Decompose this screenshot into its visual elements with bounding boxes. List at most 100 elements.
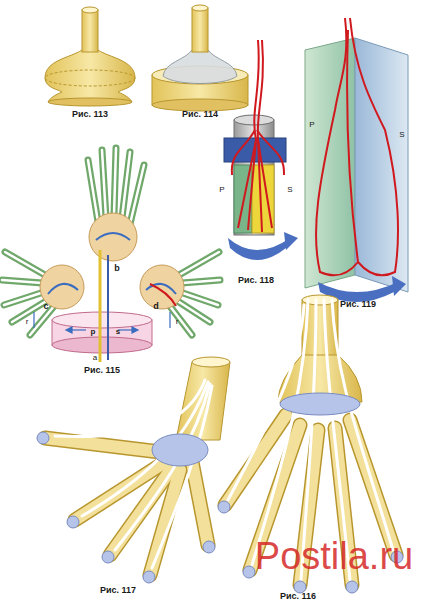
hand-rotation-scheme-115 (179, 252, 219, 275)
bell-model-113 (48, 98, 132, 106)
figure-number: Рис. 118 (238, 276, 274, 285)
hand-rotation-scheme-115 (102, 150, 106, 218)
figure-number: Рис. 114 (182, 110, 218, 119)
callout-letter: s (116, 328, 120, 336)
hand-bones-117 (82, 382, 208, 516)
cylinder-model-118 (232, 130, 255, 175)
callout-letter: r (176, 318, 179, 326)
folded-panel-119 (392, 276, 406, 296)
hand-rotation-scheme-115 (2, 280, 42, 283)
hand-rotation-scheme-115 (122, 152, 130, 218)
hand-rotation-scheme-115 (88, 160, 98, 222)
hand-rotation-scheme-115 (66, 327, 72, 333)
hand-bones-117 (143, 571, 155, 583)
hand-bones-117 (45, 438, 160, 452)
hand-rotation-scheme-115 (5, 252, 45, 275)
folded-panel-119 (355, 38, 408, 292)
hand-rotation-scheme-115 (130, 165, 144, 224)
hand-rotation-scheme-115 (2, 148, 220, 335)
callout-letter: d (153, 302, 159, 311)
hand-bones-117 (192, 462, 208, 545)
cylinder-model-118 (257, 130, 284, 175)
cylinder-model-118 (224, 40, 298, 260)
cylinder-model-118 (238, 140, 256, 228)
hand-bones-117 (37, 357, 230, 583)
cup-model-114 (163, 50, 237, 84)
hand-rotation-scheme-115 (179, 252, 219, 275)
figure-number: Рис. 117 (100, 586, 136, 595)
cylinder-model-118 (232, 40, 284, 232)
hand-rotation-scheme-115 (114, 148, 116, 215)
watermark: Postila.ru (255, 537, 413, 575)
hand-rotation-scheme-115 (52, 312, 152, 328)
figure-number: Рис. 115 (84, 366, 120, 375)
hand-rotation-scheme-115 (114, 148, 116, 215)
hand-rotation-scheme-115 (176, 300, 210, 322)
hand-bones-117 (152, 386, 212, 568)
hand-rotation-scheme-115 (2, 148, 220, 362)
cylinder-model-118 (258, 140, 272, 228)
hand-bones-117 (102, 551, 114, 563)
hand-bones-117 (37, 432, 215, 583)
hand-rotation-scheme-115 (99, 250, 102, 362)
hand-bones-117 (192, 357, 230, 367)
cup-model-114 (192, 5, 208, 11)
hand-rotation-scheme-115 (2, 280, 42, 283)
folded-panel-119 (305, 18, 408, 302)
hand-rotation-scheme-115 (96, 233, 130, 240)
hand-bones-116 (243, 566, 255, 578)
hand-rotation-scheme-115 (140, 265, 184, 309)
hand-bones-117 (152, 434, 208, 466)
hand-bones-116 (218, 501, 230, 513)
hand-bones-117 (67, 516, 79, 528)
plane-letter: S (399, 131, 404, 139)
hand-rotation-scheme-115 (169, 305, 192, 335)
figure-number: Рис. 119 (340, 300, 376, 309)
callout-letter: a (93, 354, 97, 362)
cylinder-model-118 (234, 120, 274, 235)
hand-rotation-scheme-115 (107, 255, 109, 360)
hand-rotation-scheme-115 (182, 280, 220, 283)
figure-number: Рис. 116 (280, 592, 316, 601)
hand-rotation-scheme-115 (30, 305, 55, 335)
hand-bones-116 (280, 393, 360, 415)
hand-bones-117 (45, 438, 160, 452)
bell-model-113 (45, 50, 135, 102)
callout-letter: r (26, 318, 29, 326)
folded-panel-119 (347, 30, 358, 262)
hand-rotation-scheme-115 (52, 337, 152, 353)
callout-letter: b (114, 264, 120, 273)
hand-rotation-scheme-115 (89, 213, 137, 261)
hand-rotation-scheme-115 (4, 292, 44, 305)
hand-bones-117 (37, 432, 49, 444)
hand-bones-116 (332, 300, 393, 550)
hand-rotation-scheme-115 (48, 233, 176, 294)
folded-panel-119 (350, 18, 398, 275)
plane-letter: P (309, 121, 314, 129)
bell-model-113 (82, 7, 98, 13)
hand-bones-117 (55, 380, 205, 437)
hand-rotation-scheme-115 (132, 327, 138, 333)
cylinder-model-118 (284, 232, 298, 250)
hand-rotation-scheme-115 (180, 292, 218, 305)
hand-rotation-scheme-115 (122, 152, 130, 218)
cup-model-114 (152, 5, 248, 111)
folded-panel-119 (316, 18, 358, 275)
hand-bones-117 (55, 380, 212, 568)
bell-model-113 (45, 70, 135, 86)
hand-bones-117 (115, 384, 210, 550)
cylinder-model-118 (228, 238, 290, 260)
folded-panel-119 (316, 18, 398, 275)
hand-rotation-scheme-115 (182, 280, 220, 283)
hand-bones-117 (45, 380, 212, 575)
hand-rotation-scheme-115 (48, 284, 78, 294)
plane-letter: P (219, 186, 224, 194)
plane-letter: S (287, 186, 292, 194)
callout-letter: p (91, 328, 96, 336)
cup-model-114 (192, 8, 208, 52)
hand-bones-116 (346, 581, 358, 593)
hand-rotation-scheme-115 (102, 150, 106, 218)
hand-rotation-scheme-115 (130, 165, 144, 224)
